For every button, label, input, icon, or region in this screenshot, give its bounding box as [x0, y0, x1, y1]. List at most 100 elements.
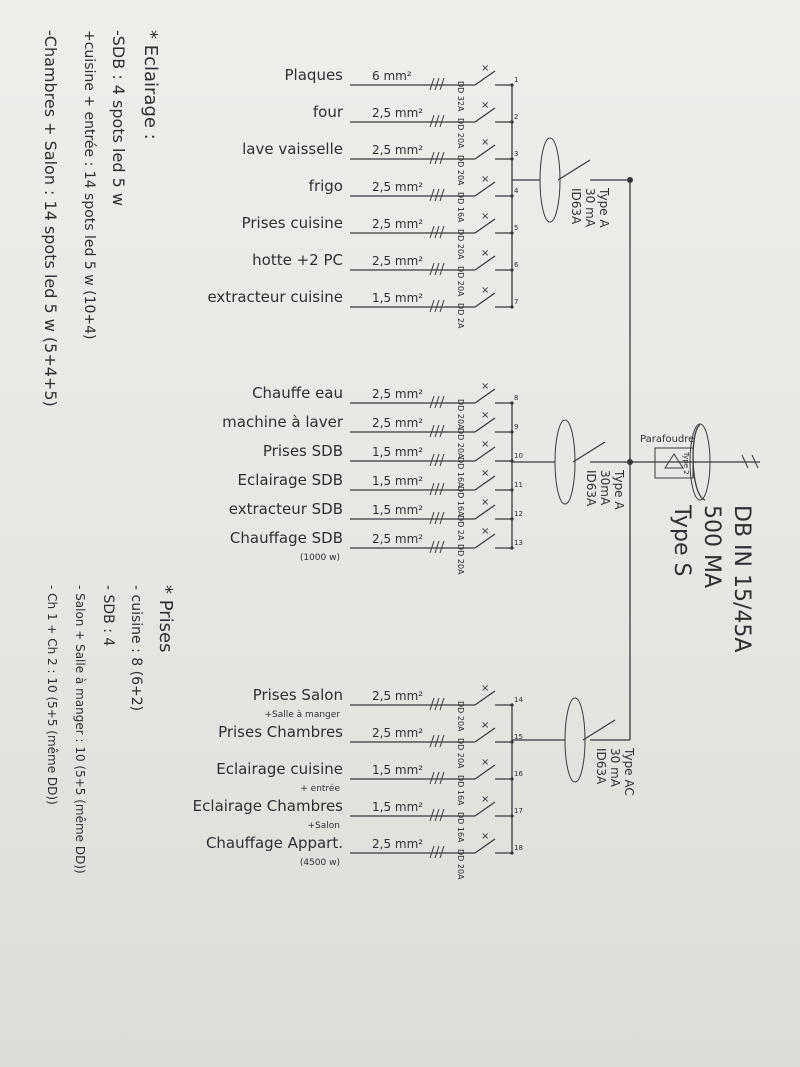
bus-node [510, 120, 514, 124]
breaker-rating: DD 16A [456, 775, 465, 806]
breaker-rating: DD 20A [456, 266, 465, 297]
cable-section: 2,5 mm² [372, 143, 423, 157]
breaker-switch [474, 70, 512, 86]
breaker-cross: × [481, 439, 489, 450]
circuit-label: extracteur cuisine [207, 288, 343, 306]
bus-node [510, 777, 514, 781]
breaker-rating: DD 16A [456, 812, 465, 843]
breaker-cross: × [481, 720, 489, 731]
cable-section: 1,5 mm² [372, 503, 423, 517]
circuit-label: lave vaisselle [242, 140, 343, 158]
breaker-cross: × [481, 248, 489, 259]
outlets-line-3: - Salon + Salle à manger : 10 (5+5 (même… [73, 585, 87, 874]
circuit-number: 2 [514, 113, 518, 121]
rcd-label-line: ID63A [594, 748, 608, 785]
breaker-rating: DD 2A [456, 515, 465, 541]
circuit-label: Eclairage cuisine [216, 760, 343, 778]
breaker-cross: × [481, 285, 489, 296]
breaker-rating: DD 16A [456, 192, 465, 223]
cable-section: 2,5 mm² [372, 106, 423, 120]
breaker-cross: × [481, 497, 489, 508]
surge-arrester-type: Type 2 [682, 451, 690, 475]
circuit-label: frigo [309, 177, 343, 195]
cable-hash-marks [429, 453, 445, 467]
bus-node [510, 517, 514, 521]
breaker-rating-text: DD 20A [456, 544, 465, 575]
breaker-rating: DD 20A [456, 738, 465, 769]
breaker-rating: DD 20A [456, 849, 465, 880]
bus-node [510, 268, 514, 272]
breaker-switch [474, 388, 512, 404]
breaker-switch [474, 107, 512, 123]
breaker-rating-text: DD 20A [456, 399, 465, 430]
cable-hash-marks [429, 299, 445, 313]
lighting-line-1: -SDB : 4 spots led 5 w [109, 30, 128, 206]
breaker-cross: × [481, 794, 489, 805]
breaker-rating: DD 20A [456, 155, 465, 186]
breaker-rating: DD 32A [456, 81, 465, 112]
circuit-number: 14 [514, 696, 523, 704]
circuit-label: Prises SDB [263, 442, 343, 460]
breaker-rating-text: DD 20A [456, 266, 465, 297]
circuit-label: Prises Chambres [218, 723, 343, 741]
surge-arrester-symbol [664, 453, 684, 469]
bus-node [510, 488, 514, 492]
cable-section: 1,5 mm² [372, 800, 423, 814]
circuit-number: 10 [514, 452, 523, 460]
circuit-label: Eclairage Chambres [193, 797, 344, 815]
bus-node [510, 401, 514, 405]
rcd-toroid [539, 137, 561, 223]
cable-hash-marks [429, 188, 445, 202]
rcd-label-line: Type AC [622, 747, 636, 796]
breaker-cross: × [481, 526, 489, 537]
bus-node [510, 703, 514, 707]
breaker-cross: × [481, 100, 489, 111]
breaker-rating: DD 20A [456, 399, 465, 430]
circuit-number: 18 [514, 844, 523, 852]
cable-hash-marks [429, 771, 445, 785]
main-breaker-line3: Type S [669, 504, 694, 577]
rcd-label-line: ID63A [584, 470, 598, 507]
rcd-toroid [564, 697, 586, 783]
bus-node [510, 430, 514, 434]
breaker-rating-text: DD 20A [456, 701, 465, 732]
bus-node [510, 305, 514, 309]
main-breaker-line1: DB IN 15/45A [729, 505, 754, 652]
rcd-switch [557, 159, 591, 181]
cable-hash-marks [429, 540, 445, 554]
incoming-feed-marks [741, 454, 759, 469]
breaker-switch [474, 727, 512, 743]
breaker-rating-text: DD 20A [456, 229, 465, 260]
cable-hash-marks [429, 262, 445, 276]
cable-section: 2,5 mm² [372, 387, 423, 401]
breaker-rating-text: DD 16A [456, 486, 465, 517]
breaker-switch [474, 218, 512, 234]
breaker-cross: × [481, 683, 489, 694]
breaker-rating: DD 16A [456, 457, 465, 488]
rcd-switch [572, 441, 606, 463]
cable-hash-marks [429, 151, 445, 165]
breaker-cross: × [481, 381, 489, 392]
cable-section: 2,5 mm² [372, 416, 423, 430]
breaker-switch [474, 446, 512, 462]
surge-arrester-label: Parafoudre [640, 434, 694, 445]
lighting-title: * Eclairage : [140, 30, 161, 140]
circuit-number: 7 [514, 298, 518, 306]
circuit-number: 3 [514, 150, 518, 158]
bus-node [510, 83, 514, 87]
breaker-rating-text: DD 20A [456, 738, 465, 769]
